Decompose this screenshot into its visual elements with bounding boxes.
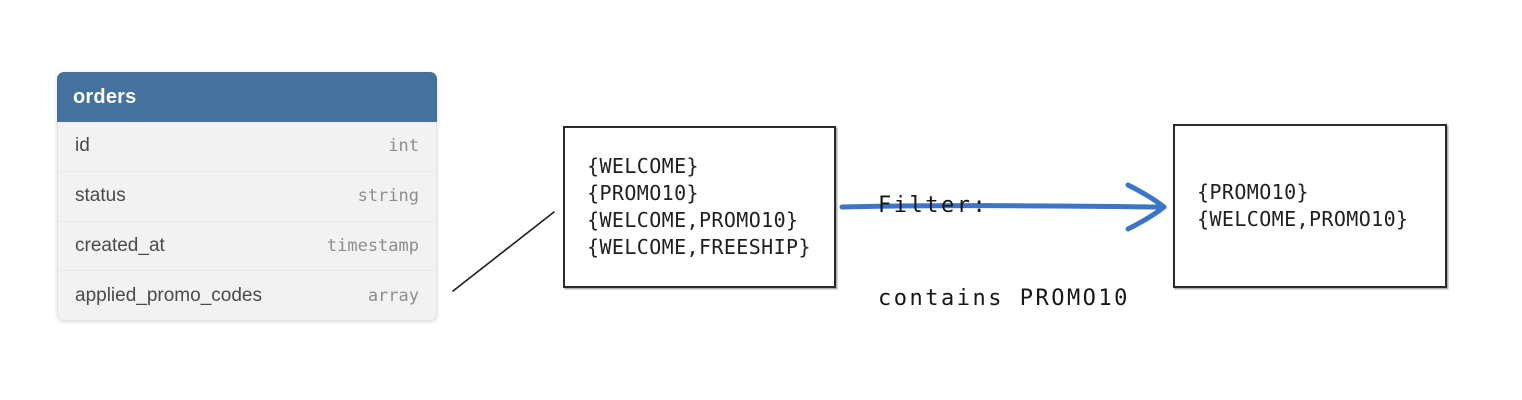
source-set-box: {WELCOME} {PROMO10} {WELCOME,PROMO10} {W… xyxy=(563,126,836,288)
set-literal-line: {WELCOME,PROMO10} xyxy=(1197,207,1409,231)
orders-table-header: orders xyxy=(57,72,437,122)
filter-label-line2: contains PROMO10 xyxy=(878,286,1130,311)
field-name: id xyxy=(75,135,90,157)
table-row-id: id int xyxy=(58,122,436,171)
field-name: created_at xyxy=(75,234,165,256)
field-name: status xyxy=(75,185,126,207)
field-type: array xyxy=(367,285,419,306)
field-name: applied_promo_codes xyxy=(75,284,262,306)
result-set-box: {PROMO10} {WELCOME,PROMO10} xyxy=(1173,124,1447,288)
table-row-status: status string xyxy=(58,170,436,221)
table-row-created-at: created_at timestamp xyxy=(58,220,436,271)
orders-table-body: id int status string created_at timestam… xyxy=(57,122,437,321)
orders-table-card: orders id int status string created_at t… xyxy=(57,72,437,321)
table-to-box-connector-line xyxy=(452,211,555,292)
filter-arrow-head xyxy=(1125,182,1167,232)
set-literal-line: {PROMO10} xyxy=(1197,180,1309,204)
set-literal-line: {WELCOME} xyxy=(587,154,699,178)
table-row-applied-promo-codes: applied_promo_codes array xyxy=(58,270,436,320)
filter-label-line1: Filter: xyxy=(878,193,989,218)
set-literal-line: {WELCOME,FREESHIP} xyxy=(587,235,811,259)
orders-table-title: orders xyxy=(73,85,137,108)
set-literal-line: {WELCOME,PROMO10} xyxy=(587,208,799,232)
set-literal-line: {PROMO10} xyxy=(587,181,699,205)
field-type: string xyxy=(357,186,419,207)
field-type: timestamp xyxy=(326,235,419,256)
field-type: int xyxy=(388,136,419,157)
filter-label: Filter: contains PROMO10 xyxy=(878,128,1130,376)
